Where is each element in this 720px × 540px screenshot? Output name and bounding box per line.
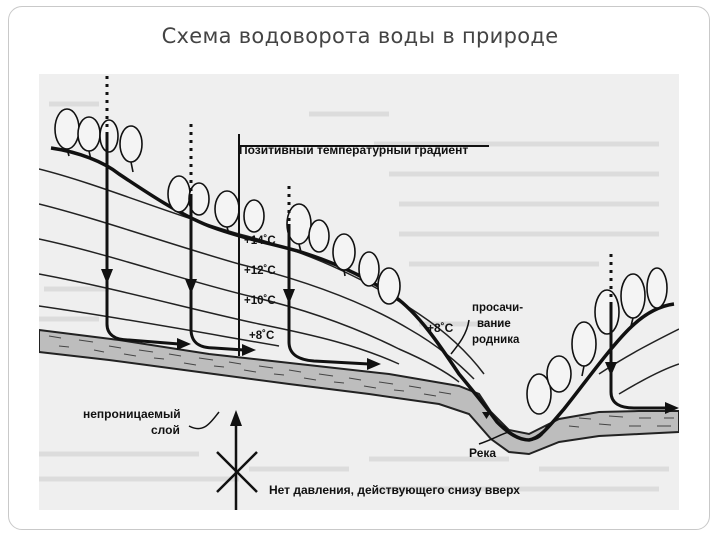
arrow-right-icon bbox=[665, 402, 679, 414]
pressure-indicator bbox=[216, 419, 258, 510]
river bbox=[482, 412, 548, 442]
trees bbox=[54, 108, 668, 415]
arrow-right-icon bbox=[242, 344, 256, 356]
river-marker-icon bbox=[482, 412, 491, 419]
arrow-up-icon bbox=[230, 410, 242, 426]
spring-label-line1: просачи- bbox=[472, 302, 523, 314]
ground-surface bbox=[50, 146, 675, 442]
gradient-bracket bbox=[238, 145, 489, 160]
spring-label-line2: вание bbox=[477, 318, 511, 330]
arrow-right-icon bbox=[177, 338, 191, 350]
arrow-down-icon bbox=[605, 362, 617, 376]
arrow-down-icon bbox=[101, 269, 113, 284]
no-pressure-label: Нет давления, действующего снизу вверх bbox=[269, 483, 520, 497]
spring-temp-label: +8˚C bbox=[427, 321, 454, 335]
spring-label-line3: родника bbox=[472, 334, 520, 346]
river-label: Река bbox=[469, 446, 496, 460]
temp-label-12: +12˚C bbox=[244, 265, 276, 277]
leader-lines bbox=[188, 319, 510, 445]
arrow-right-icon bbox=[367, 358, 381, 370]
arrow-down-icon bbox=[283, 289, 295, 304]
water-cycle-figure: Позитивный температурный градиент +14˚C … bbox=[38, 74, 680, 510]
gradient-label: Позитивный температурный градиент bbox=[239, 143, 468, 157]
impermeable-layer-label-line2: слой bbox=[151, 423, 180, 437]
infiltration-paths bbox=[105, 76, 669, 410]
temp-label-8: +8˚C bbox=[249, 330, 274, 342]
impermeable-layer-label-line1: непроницаемый bbox=[83, 407, 181, 421]
flow-arrowheads bbox=[101, 269, 679, 414]
temp-label-14: +14˚C bbox=[244, 235, 276, 247]
slide-title: Схема водоворота воды в природе bbox=[161, 24, 559, 48]
arrow-down-icon bbox=[185, 279, 197, 294]
temp-label-10: +10˚C bbox=[244, 295, 276, 307]
water-cycle-diagram: Позитивный температурный градиент +14˚C … bbox=[38, 76, 680, 510]
